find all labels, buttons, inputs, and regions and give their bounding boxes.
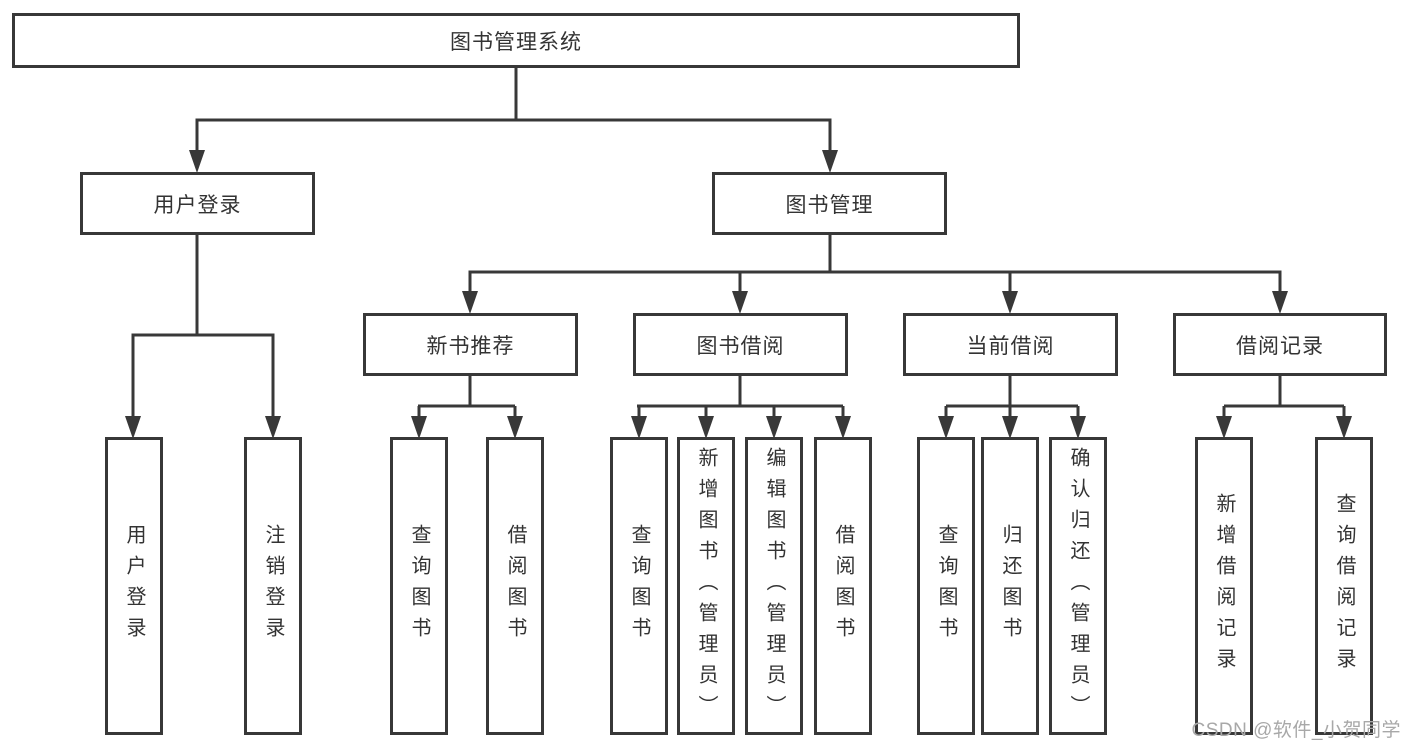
- arrowhead-icon: [411, 416, 427, 439]
- node-label: 借阅图书: [832, 524, 854, 648]
- leaf-return-books: 归还图书: [981, 437, 1039, 735]
- arrowhead-icon: [822, 150, 838, 173]
- leaf-borrow-books: 借阅图书: [814, 437, 872, 735]
- node-label: 用户登录: [153, 193, 242, 217]
- arrowhead-icon: [507, 416, 523, 439]
- leaf-confirm-return-admin: 确认归还（管理员）: [1049, 437, 1107, 735]
- arrowhead-icon: [189, 150, 205, 173]
- arrowhead-icon: [766, 416, 782, 439]
- leaf-query-books-current: 查询图书: [917, 437, 975, 735]
- node-label: 用户登录: [123, 524, 145, 648]
- arrowhead-icon: [631, 416, 647, 439]
- node-label: 归还图书: [999, 524, 1021, 648]
- node-book-management: 图书管理: [712, 172, 947, 235]
- csdn-watermark: CSDN @软件_小贺同学: [1191, 720, 1401, 741]
- node-label: 图书借阅: [696, 334, 785, 358]
- leaf-query-books-borrowing: 查询图书: [610, 437, 668, 735]
- node-borrowing-records: 借阅记录: [1173, 313, 1387, 376]
- node-label: 新增借阅记录: [1213, 493, 1235, 679]
- arrowhead-icon: [125, 416, 141, 439]
- leaf-query-books-recommend: 查询图书: [390, 437, 448, 735]
- arrowhead-icon: [1070, 416, 1086, 439]
- node-label: 编辑图书（管理员）: [763, 446, 785, 726]
- arrowheads: [125, 150, 1352, 439]
- node-label: 新增图书（管理员）: [695, 446, 717, 726]
- node-label: 借阅图书: [504, 524, 526, 648]
- arrowhead-icon: [732, 291, 748, 314]
- node-label: 查询图书: [628, 524, 650, 648]
- node-label: 确认归还（管理员）: [1067, 446, 1089, 726]
- node-label: 图书管理系统: [450, 30, 582, 54]
- node-label: 查询借阅记录: [1333, 493, 1355, 679]
- leaf-logout: 注销登录: [244, 437, 302, 735]
- node-label: 图书管理: [785, 193, 874, 217]
- leaf-add-books-admin: 新增图书（管理员）: [677, 437, 735, 735]
- node-user-login: 用户登录: [80, 172, 315, 235]
- arrowhead-icon: [1002, 291, 1018, 314]
- arrowhead-icon: [265, 416, 281, 439]
- arrowhead-icon: [1216, 416, 1232, 439]
- node-book-borrowing: 图书借阅: [633, 313, 848, 376]
- node-new-book-recommendation: 新书推荐: [363, 313, 578, 376]
- node-label: 借阅记录: [1236, 334, 1324, 358]
- leaf-borrow-books-recommend: 借阅图书: [486, 437, 544, 735]
- arrowhead-icon: [698, 416, 714, 439]
- arrowhead-icon: [938, 416, 954, 439]
- node-label: 当前借阅: [966, 334, 1055, 358]
- arrowhead-icon: [462, 291, 478, 314]
- node-root-library-management-system: 图书管理系统: [12, 13, 1020, 68]
- arrowhead-icon: [1336, 416, 1352, 439]
- node-label: 注销登录: [262, 524, 284, 648]
- arrowhead-icon: [835, 416, 851, 439]
- node-label: 查询图书: [408, 524, 430, 648]
- leaf-add-borrow-record: 新增借阅记录: [1195, 437, 1253, 735]
- leaf-edit-books-admin: 编辑图书（管理员）: [745, 437, 803, 735]
- arrowhead-icon: [1002, 416, 1018, 439]
- leaf-query-borrow-record: 查询借阅记录: [1315, 437, 1373, 735]
- node-label: 查询图书: [935, 524, 957, 648]
- leaf-user-login: 用户登录: [105, 437, 163, 735]
- node-current-borrowing: 当前借阅: [903, 313, 1118, 376]
- arrowhead-icon: [1272, 291, 1288, 314]
- node-label: 新书推荐: [426, 334, 515, 358]
